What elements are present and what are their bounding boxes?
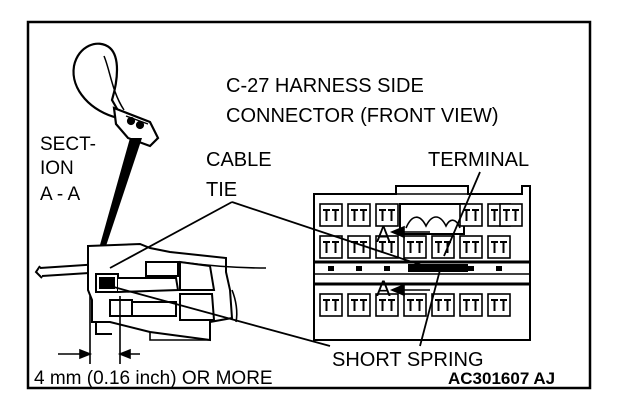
short-spring-bar <box>408 264 468 272</box>
terminal-cell <box>375 203 399 227</box>
rib-dot <box>496 266 502 271</box>
terminal-cell <box>459 293 483 317</box>
terminal-cell <box>403 293 427 317</box>
section-label-line-3: A - A <box>40 184 80 205</box>
dimension-marker <box>58 296 140 364</box>
terminal-cell <box>319 293 343 317</box>
terminal-cell <box>487 293 511 317</box>
terminal-cell <box>347 293 371 317</box>
title-line-2: CONNECTOR (FRONT VIEW) <box>226 105 499 127</box>
terminal-cell <box>459 203 483 227</box>
terminal-cell <box>459 235 483 259</box>
section-arrows <box>389 225 430 297</box>
section-label-line-1: SECT- <box>40 134 96 155</box>
terminal-cell <box>319 203 343 227</box>
cable-tie-illustration <box>72 42 160 148</box>
rib-dot <box>356 266 362 271</box>
terminal-cell <box>403 235 427 259</box>
terminal-cell <box>499 203 523 227</box>
terminal-cells <box>319 203 523 317</box>
short-spring-label: SHORT SPRING <box>332 349 484 371</box>
section-view <box>34 242 267 342</box>
title-line-1: C-27 HARNESS SIDE <box>226 75 424 97</box>
terminal-cell <box>347 203 371 227</box>
section-pointer-wedge <box>98 138 142 252</box>
section-marker-bottom: A <box>376 276 391 301</box>
terminal-label: TERMINAL <box>428 149 529 171</box>
terminal-cell <box>431 293 455 317</box>
rib-dot <box>468 266 474 271</box>
figure-code: AC301607 AJ <box>448 369 555 388</box>
section-marker-top: A <box>376 222 391 247</box>
cable-tie-label-line-2: TIE <box>206 179 237 201</box>
rib-dot <box>384 266 390 271</box>
terminal-cell <box>319 235 343 259</box>
diagram-frame <box>26 20 592 390</box>
cable-tie-label-line-1: CABLE <box>206 149 272 171</box>
terminal-cell <box>375 293 399 317</box>
dimension-label: 4 mm (0.16 inch) OR MORE <box>34 368 273 389</box>
section-label-line-2: ION <box>40 158 74 179</box>
rib-dot <box>328 266 334 271</box>
leader-lines <box>109 171 481 347</box>
terminal-cell <box>431 235 455 259</box>
terminal-cell <box>487 235 511 259</box>
